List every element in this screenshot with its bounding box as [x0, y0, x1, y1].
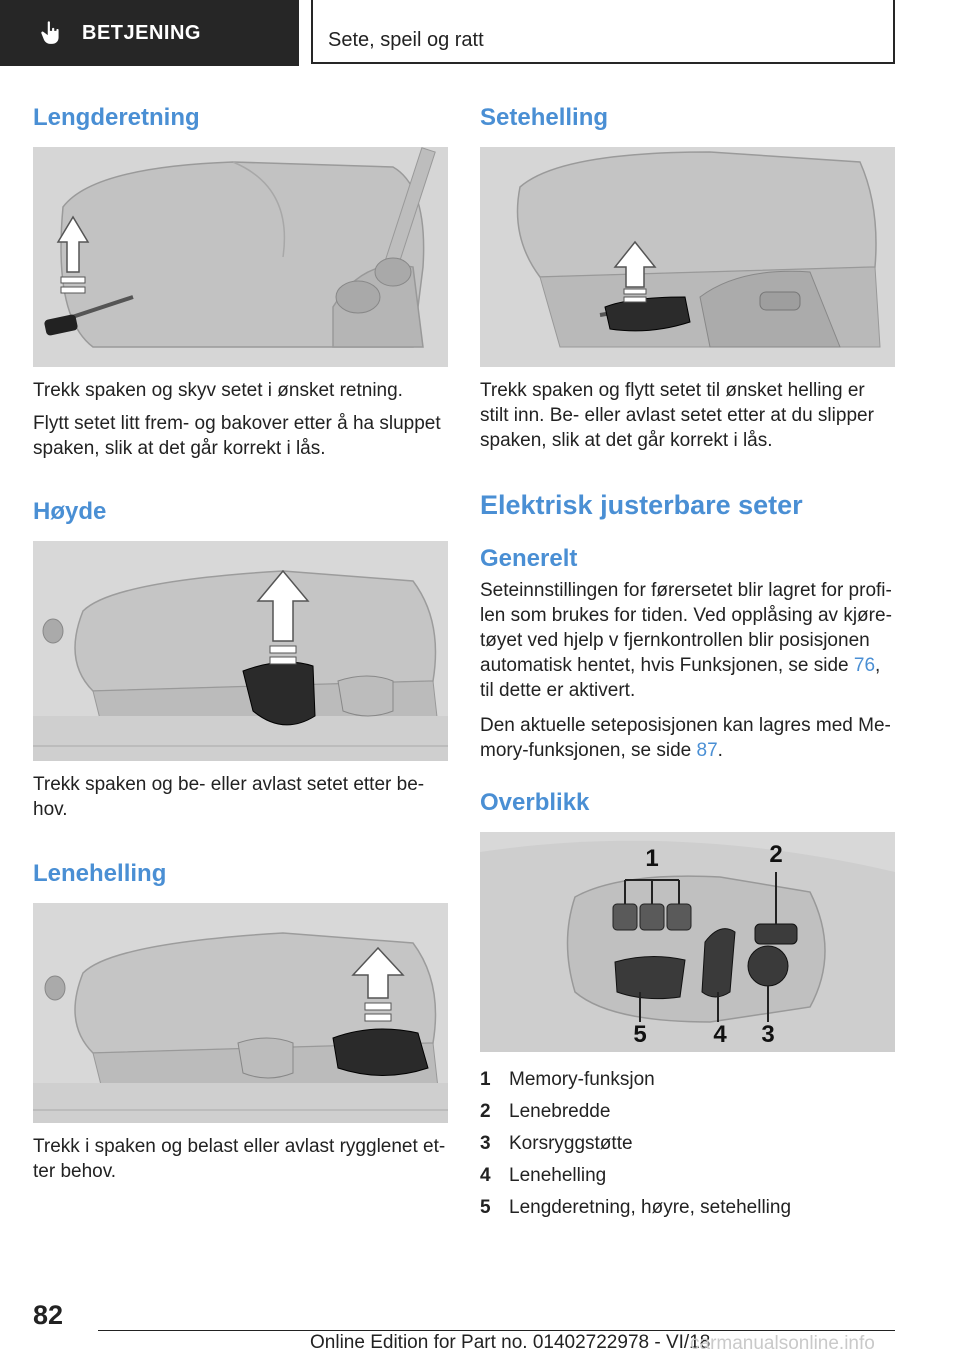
heading-hoyde: Høyde	[33, 498, 107, 525]
lengderetning-text-1: Trekk spaken og skyv setet i ønsket retn…	[33, 380, 403, 401]
footer-divider	[98, 1330, 895, 1331]
heading-overblikk: Overblikk	[480, 789, 590, 816]
section-tab-label: BETJENING	[82, 21, 201, 44]
setehelling-text-1: Trekk spaken og flytt setet til ønsket h…	[480, 380, 874, 451]
callout-3: 3	[761, 1021, 774, 1048]
page-link-87[interactable]: 87	[696, 740, 718, 761]
page-link-76[interactable]: 76	[853, 655, 876, 676]
heading-setehelling: Setehelling	[480, 104, 609, 131]
heading-lengderetning: Lengderetning	[33, 104, 200, 131]
callout-5: 5	[633, 1021, 646, 1048]
generelt-text-2: Den aktuelle seteposisjonen kan lagres m…	[480, 715, 891, 761]
chapter-title: Sete, speil og ratt	[328, 29, 484, 51]
backrest-tilt-illustration	[33, 903, 448, 1123]
footer-edition: Online Edition for Part no. 01402722978 …	[310, 1332, 711, 1353]
hand-pointer-icon	[41, 21, 59, 44]
lenehelling-text-1: Trekk i spaken og belast eller avlast ry…	[33, 1136, 446, 1182]
section-tab: BETJENING	[0, 0, 299, 66]
generelt-text-1: Seteinnstillingen for førersetet blir la…	[480, 580, 892, 701]
seat-controls-overview-illustration: 1 2 3 4 5	[480, 832, 895, 1052]
callout-1: 1	[645, 845, 658, 872]
page-number: 82	[33, 1300, 64, 1330]
heading-generelt: Generelt	[480, 545, 578, 572]
callout-2: 2	[769, 841, 782, 868]
seat-longitudinal-illustration	[33, 147, 448, 367]
heading-elektrisk-justerbare-seter: Elektrisk justerbare seter	[480, 490, 803, 520]
seat-tilt-illustration	[480, 147, 895, 367]
watermark: carmanualsonline.info	[690, 1333, 875, 1354]
chapter-title-box: Sete, speil og ratt	[311, 0, 895, 64]
heading-lenehelling: Lenehelling	[33, 860, 167, 887]
hoyde-text-1: Trekk spaken og be- eller avlast setet e…	[33, 774, 425, 820]
seat-height-illustration	[33, 541, 448, 761]
lengderetning-text-2: Flytt setet litt frem- og bakover etter …	[33, 413, 441, 459]
callout-4: 4	[713, 1021, 727, 1048]
